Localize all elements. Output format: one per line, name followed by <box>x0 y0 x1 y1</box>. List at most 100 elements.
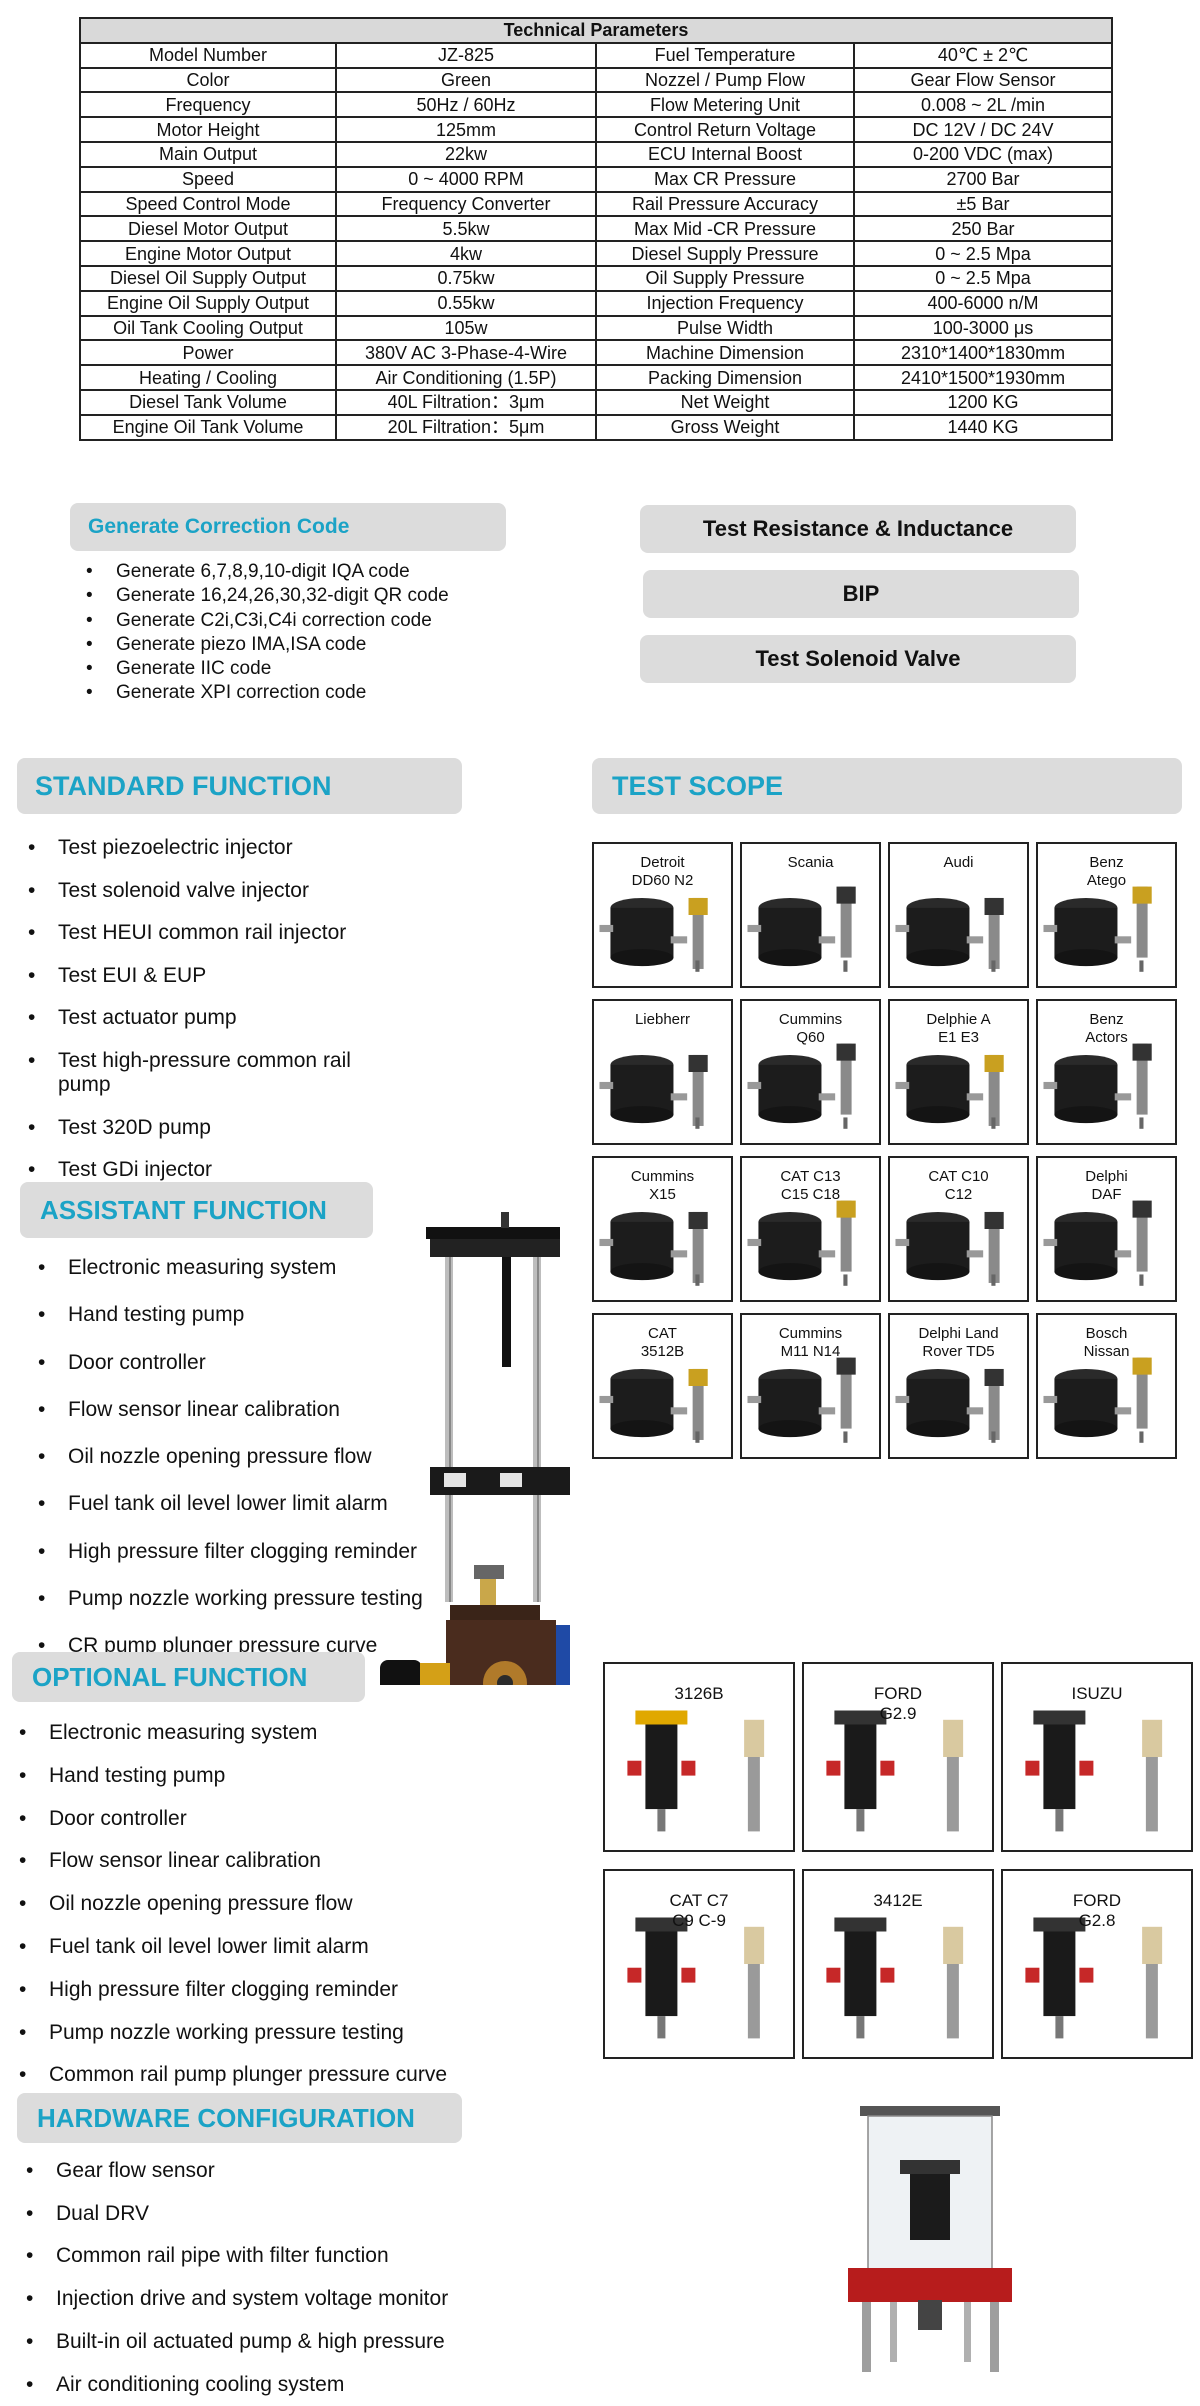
param-value: 0 ~ 2.5 Mpa <box>852 264 1114 292</box>
param-value: 105w <box>335 314 597 342</box>
test-solenoid-valve-button[interactable]: Test Solenoid Valve <box>640 635 1076 683</box>
optional-function-item: Hand testing pump <box>15 1755 447 1798</box>
param-label: Frequency <box>79 91 337 119</box>
optional-function-item: High pressure filter clogging reminder <box>15 1969 447 2012</box>
hardware-configuration-item: Gear flow sensor <box>22 2150 448 2193</box>
param-label: Engine Oil Supply Output <box>79 289 337 317</box>
param-value: 0.55kw <box>335 289 597 317</box>
test-scope-item-label: Cummins Q60 <box>778 1011 843 1046</box>
heui-adapter-item: ISUZU <box>1001 1662 1193 1852</box>
param-value: JZ-825 <box>335 41 597 69</box>
test-resistance-inductance-button[interactable]: Test Resistance & Inductance <box>640 505 1076 553</box>
standard-function-heading: STANDARD FUNCTION <box>17 758 462 814</box>
assistant-function-item: CR pump plunger pressure curve <box>34 1622 423 1670</box>
test-scope-item: Cummins M11 N14 <box>740 1313 881 1459</box>
param-value: 250 Bar <box>852 215 1114 243</box>
test-scope-heading: TEST SCOPE <box>592 758 1182 814</box>
standard-function-item: Test piezoelectric injector <box>24 836 444 860</box>
param-value: 5.5kw <box>335 215 597 243</box>
heui-adapter-item: FORD G2.9 <box>802 1662 994 1852</box>
optional-function-item: Fuel tank oil level lower limit alarm <box>15 1926 447 1969</box>
param-label: Main Output <box>79 140 337 168</box>
test-scope-item-label: Detroit DD60 N2 <box>631 854 694 889</box>
param-label: Packing Dimension <box>595 364 855 391</box>
test-scope-item: Cummins X15 <box>592 1156 733 1302</box>
param-value: ±5 Bar <box>852 190 1114 218</box>
test-scope-item: Bosch Nissan <box>1036 1313 1177 1459</box>
param-value: 2410*1500*1930mm <box>852 364 1114 391</box>
param-value: 2700 Bar <box>852 165 1114 193</box>
test-scope-item-label: CAT 3512B <box>640 1325 685 1360</box>
correction-code-list: Generate 6,7,8,9,10-digit IQA codeGenera… <box>82 560 449 706</box>
param-value: 380V AC 3-Phase-4-Wire <box>335 339 597 367</box>
param-label: Power <box>79 339 337 367</box>
param-label: Fuel Temperature <box>595 41 855 69</box>
param-label: Diesel Supply Pressure <box>595 240 855 267</box>
test-scope-item: Benz Atego <box>1036 842 1177 988</box>
param-value: DC 12V / DC 24V <box>852 116 1114 143</box>
param-value: 4kw <box>335 240 597 267</box>
heui-adapter-label: ISUZU <box>1071 1684 1123 1703</box>
param-label: Diesel Motor Output <box>79 215 337 243</box>
hardware-configuration-heading: HARDWARE CONFIGURATION <box>17 2093 462 2143</box>
test-scope-item: Delphi DAF <box>1036 1156 1177 1302</box>
test-scope-item: Delphie A E1 E3 <box>888 999 1029 1145</box>
param-label: Speed Control Mode <box>79 190 337 218</box>
param-value: Frequency Converter <box>335 190 597 218</box>
hardware-configuration-list: Gear flow sensorDual DRVCommon rail pipe… <box>22 2150 448 2406</box>
param-label: Speed <box>79 165 337 193</box>
test-scope-item: Delphi Land Rover TD5 <box>888 1313 1029 1459</box>
heui-adapter-item: 3412E <box>802 1869 994 2059</box>
param-value: Air Conditioning (1.5P) <box>335 364 597 391</box>
correction-code-item: Generate C2i,C3i,C4i correction code <box>82 609 449 634</box>
param-value: 1200 KG <box>852 388 1114 416</box>
correction-code-item: Generate IIC code <box>82 657 449 682</box>
assistant-function-item: Pump nozzle working pressure testing <box>34 1575 423 1623</box>
hardware-configuration-item: Air conditioning cooling system <box>22 2364 448 2406</box>
assistant-function-heading: ASSISTANT FUNCTION <box>20 1182 373 1238</box>
correction-code-item: Generate piezo IMA,ISA code <box>82 633 449 658</box>
heui-adapter-item: 3126B <box>603 1662 795 1852</box>
optional-function-item: Oil nozzle opening pressure flow <box>15 1883 447 1926</box>
assistant-function-item: Door controller <box>34 1339 423 1387</box>
param-label: Motor Height <box>79 116 337 143</box>
optional-function-item: Flow sensor linear calibration <box>15 1840 447 1883</box>
bip-button[interactable]: BIP <box>643 570 1079 618</box>
assistant-function-item: Hand testing pump <box>34 1291 423 1339</box>
param-value: 22kw <box>335 140 597 168</box>
test-scope-item: CAT C13 C15 C18 <box>740 1156 881 1302</box>
param-label: Gross Weight <box>595 413 855 441</box>
param-value: 20L Filtration：5μm <box>335 413 597 441</box>
standard-function-item: Test high-pressure common rail pump <box>24 1049 444 1097</box>
standard-function-item: Test solenoid valve injector <box>24 879 444 903</box>
param-value: 0.75kw <box>335 264 597 292</box>
param-label: Flow Metering Unit <box>595 91 855 119</box>
param-value: 0 ~ 2.5 Mpa <box>852 240 1114 267</box>
standard-function-item: Test GDi injector <box>24 1158 444 1182</box>
hardware-configuration-item: Built-in oil actuated pump & high pressu… <box>22 2321 448 2364</box>
param-value: 40℃ ± 2℃ <box>852 41 1114 69</box>
param-label: Model Number <box>79 41 337 69</box>
param-value: 1440 KG <box>852 413 1114 441</box>
test-scope-item: Cummins Q60 <box>740 999 881 1145</box>
test-scope-item-label: Audi <box>943 854 974 871</box>
heui-adapter-label: CAT C7 C9 C-9 <box>669 1891 729 1930</box>
hardware-configuration-item: Dual DRV <box>22 2193 448 2236</box>
param-label: Net Weight <box>595 388 855 416</box>
param-value: Green <box>335 66 597 94</box>
param-label: Machine Dimension <box>595 339 855 367</box>
optional-function-list: Electronic measuring systemHand testing … <box>15 1712 447 2097</box>
assistant-function-item: Flow sensor linear calibration <box>34 1386 423 1434</box>
param-label: Pulse Width <box>595 314 855 342</box>
